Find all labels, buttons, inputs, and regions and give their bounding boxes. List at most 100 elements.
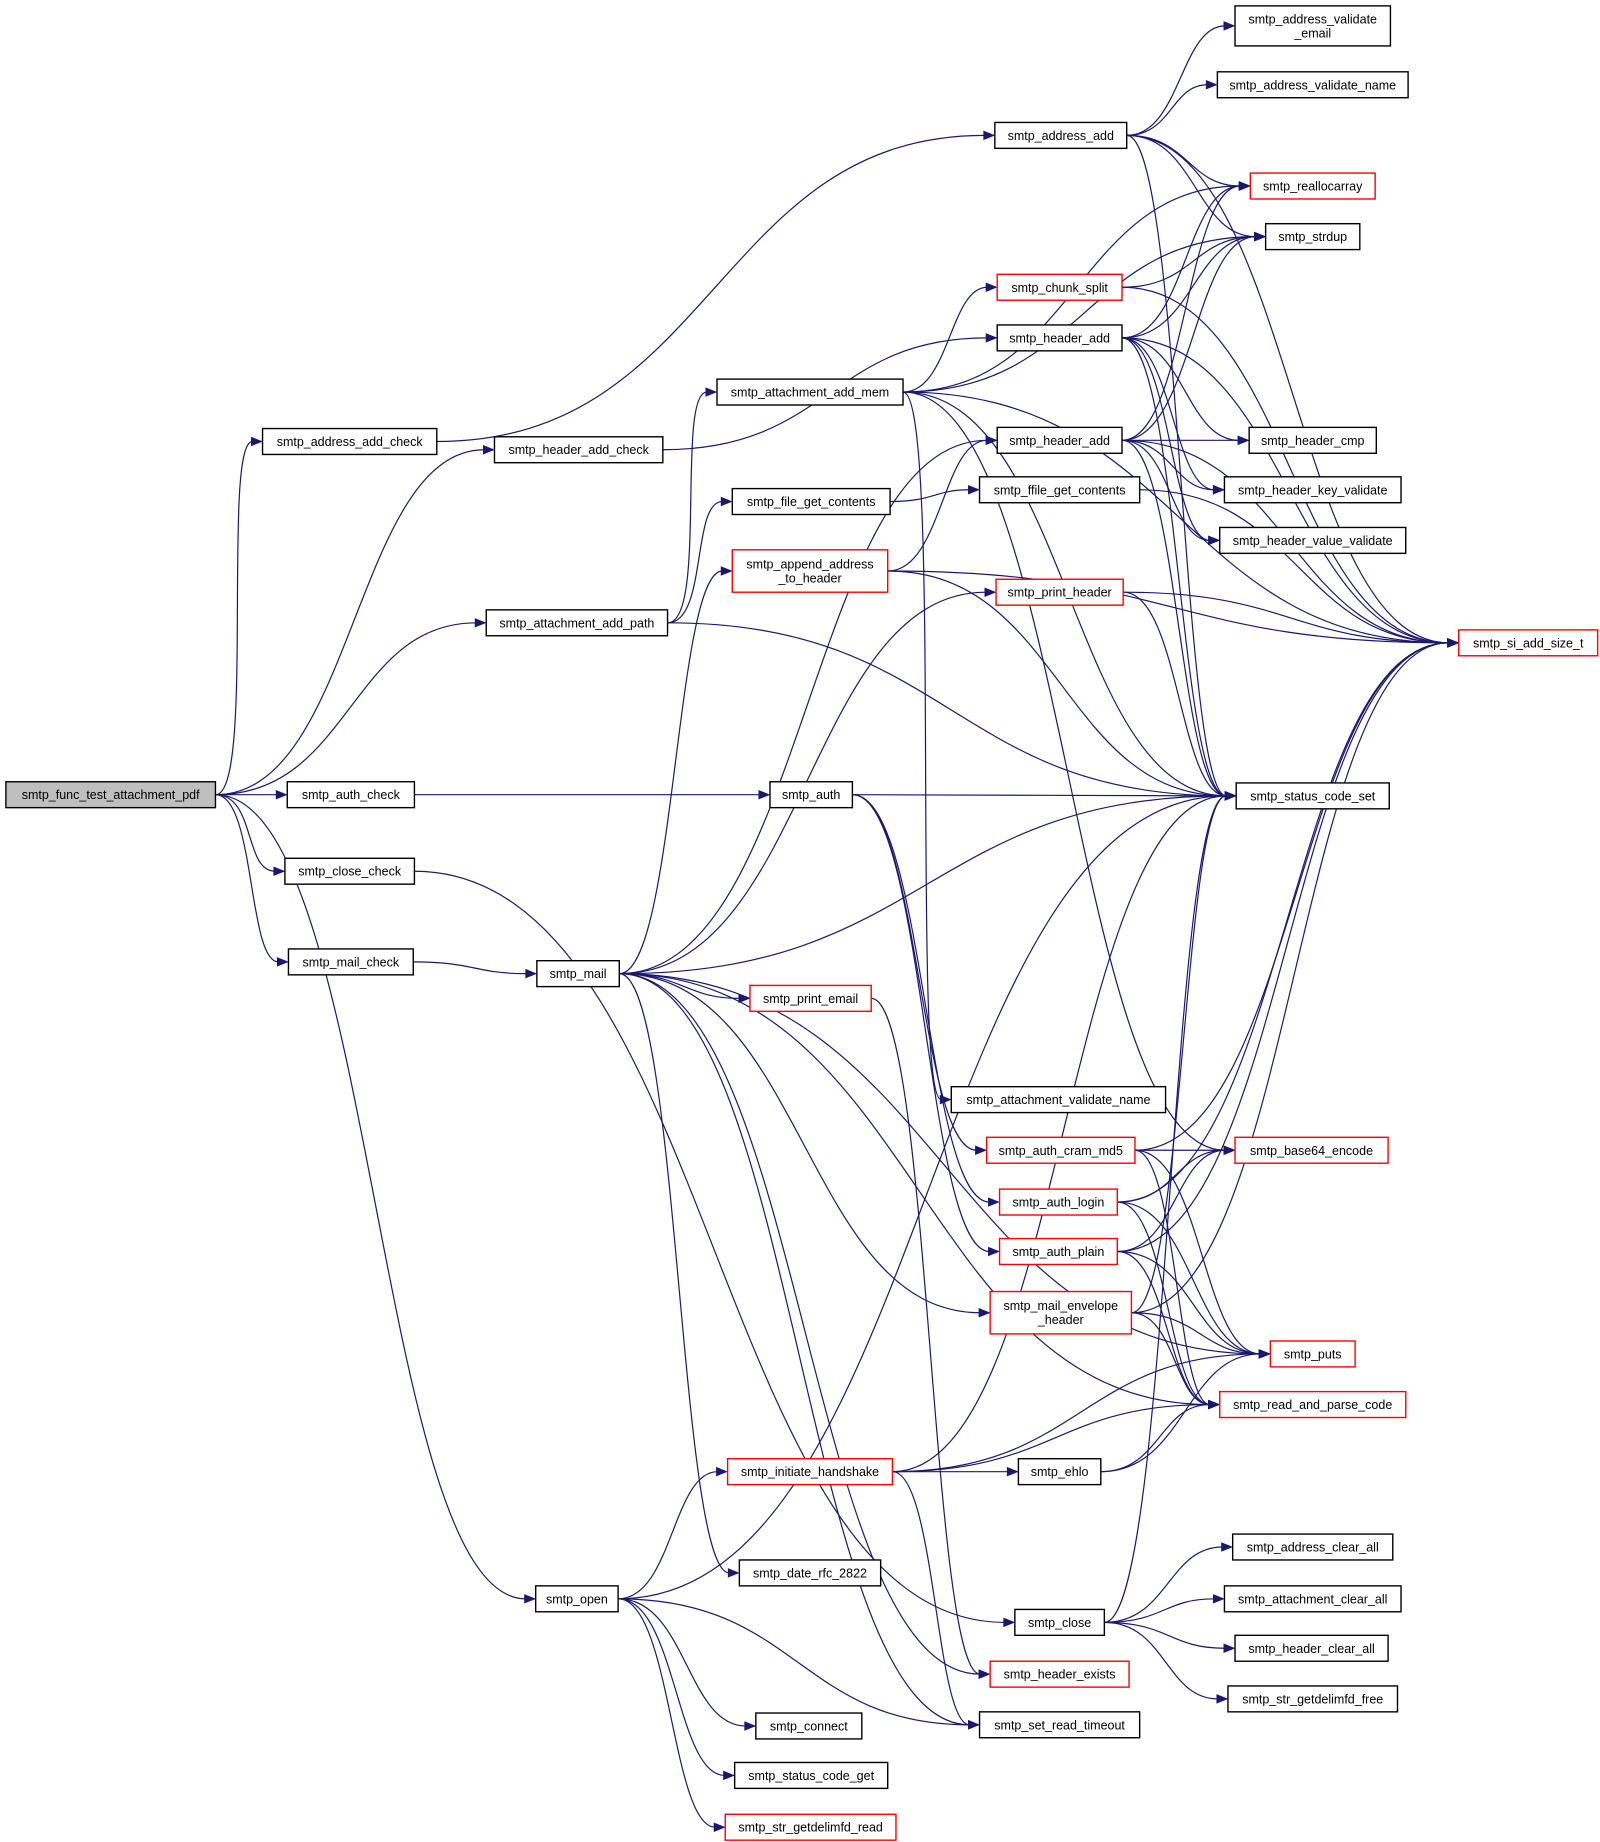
node-header-add-1[interactable]: smtp_header_add [996, 324, 1123, 352]
node-box[interactable] [989, 1660, 1130, 1688]
node-open[interactable]: smtp_open [534, 1585, 619, 1613]
node-box[interactable] [733, 1761, 889, 1790]
node-print-header[interactable]: smtp_print_header [995, 578, 1124, 606]
node-box[interactable] [996, 324, 1123, 352]
node-box[interactable] [1227, 1685, 1399, 1713]
node-box[interactable] [485, 609, 669, 637]
node-mail[interactable]: smtp_mail [536, 960, 620, 988]
node-box[interactable] [1219, 1390, 1407, 1419]
node-box[interactable] [1231, 1533, 1394, 1561]
node-box[interactable] [1219, 526, 1407, 555]
node-box[interactable] [1269, 1340, 1356, 1368]
node-header-add-2[interactable]: smtp_header_add [996, 426, 1123, 454]
node-connect[interactable]: smtp_connect [755, 1712, 863, 1740]
node-si-add-size-t[interactable]: smtp_si_add_size_t [1458, 629, 1599, 657]
node-str-getdelimfd-read[interactable]: smtp_str_getdelimfd_read [724, 1813, 897, 1841]
node-box[interactable] [261, 427, 438, 456]
node-box[interactable] [1249, 172, 1376, 200]
node-close-check[interactable]: smtp_close_check [284, 857, 416, 885]
node-status-code-set[interactable]: smtp_status_code_set [1235, 782, 1390, 810]
node-box[interactable] [989, 1290, 1133, 1335]
node-header-clear-all[interactable]: smtp_header_clear_all [1234, 1634, 1389, 1662]
node-append-address[interactable]: smtp_append_address_to_header [731, 549, 889, 593]
node-box[interactable] [726, 1458, 894, 1486]
node-box[interactable] [978, 1711, 1141, 1739]
node-box[interactable] [998, 1188, 1118, 1216]
node-box[interactable] [5, 781, 217, 809]
node-auth-plain[interactable]: smtp_auth_plain [998, 1237, 1118, 1266]
node-box[interactable] [1216, 71, 1409, 99]
node-print-email[interactable]: smtp_print_email [749, 984, 872, 1013]
node-header-exists[interactable]: smtp_header_exists [989, 1660, 1130, 1688]
node-header-cmp[interactable]: smtp_header_cmp [1248, 426, 1378, 454]
node-box[interactable] [534, 1585, 619, 1613]
node-box[interactable] [1458, 629, 1599, 657]
node-ehlo[interactable]: smtp_ehlo [1017, 1458, 1102, 1486]
node-auth-cram-md5[interactable]: smtp_auth_cram_md5 [985, 1136, 1136, 1164]
node-attachment-add-path[interactable]: smtp_attachment_add_path [485, 609, 669, 637]
node-box[interactable] [769, 781, 854, 809]
node-mail-envelope-header[interactable]: smtp_mail_envelope_header [989, 1290, 1133, 1335]
node-box[interactable] [1223, 476, 1402, 504]
node-address-validate-name[interactable]: smtp_address_validate_name [1216, 71, 1409, 99]
node-box[interactable] [994, 121, 1128, 150]
node-box[interactable] [284, 857, 416, 885]
node-box[interactable] [1234, 1634, 1389, 1662]
node-box[interactable] [1014, 1608, 1106, 1637]
node-file-get-contents[interactable]: smtp_file_get_contents [731, 487, 891, 516]
node-box[interactable] [998, 1237, 1118, 1266]
node-address-clear-all[interactable]: smtp_address_clear_all [1231, 1533, 1394, 1561]
node-close[interactable]: smtp_close [1014, 1608, 1106, 1637]
node-box[interactable] [1223, 1585, 1402, 1613]
node-auth[interactable]: smtp_auth [769, 781, 854, 809]
node-box[interactable] [493, 436, 664, 464]
node-box[interactable] [995, 578, 1124, 606]
node-attachment-clear-all[interactable]: smtp_attachment_clear_all [1223, 1585, 1402, 1613]
node-box[interactable] [755, 1712, 863, 1740]
node-box[interactable] [1235, 782, 1390, 810]
node-header-add-check[interactable]: smtp_header_add_check [493, 436, 664, 464]
node-box[interactable] [1264, 222, 1361, 251]
node-attachment-validate-name[interactable]: smtp_attachment_validate_name [950, 1085, 1167, 1114]
node-box[interactable] [978, 476, 1141, 504]
node-strdup[interactable]: smtp_strdup [1264, 222, 1361, 251]
node-box[interactable] [950, 1085, 1167, 1114]
node-set-read-timeout[interactable]: smtp_set_read_timeout [978, 1711, 1141, 1739]
node-initiate-handshake[interactable]: smtp_initiate_handshake [726, 1458, 894, 1486]
node-box[interactable] [1234, 1136, 1389, 1164]
node-box[interactable] [731, 549, 889, 593]
node-box[interactable] [731, 487, 891, 516]
node-ffile-get-contents[interactable]: smtp_ffile_get_contents [978, 476, 1141, 504]
node-reallocarray[interactable]: smtp_reallocarray [1249, 172, 1376, 200]
node-box[interactable] [749, 984, 872, 1013]
node-header-value-validate[interactable]: smtp_header_value_validate [1219, 526, 1407, 555]
node-box[interactable] [1248, 426, 1378, 454]
node-box[interactable] [738, 1559, 882, 1587]
node-box[interactable] [286, 781, 416, 809]
node-read-and-parse-code[interactable]: smtp_read_and_parse_code [1219, 1390, 1407, 1419]
node-auth-check[interactable]: smtp_auth_check [286, 781, 416, 809]
node-box[interactable] [1234, 5, 1392, 47]
node-status-code-get[interactable]: smtp_status_code_get [733, 1761, 889, 1790]
node-box[interactable] [536, 960, 620, 988]
node-box[interactable] [996, 273, 1123, 301]
node-box[interactable] [287, 948, 414, 976]
node-header-key-validate[interactable]: smtp_header_key_validate [1223, 476, 1402, 504]
node-box[interactable] [724, 1813, 897, 1841]
node-str-getdelimfd-free[interactable]: smtp_str_getdelimfd_free [1227, 1685, 1399, 1713]
node-root[interactable]: smtp_func_test_attachment_pdf [5, 781, 217, 809]
node-base64-encode[interactable]: smtp_base64_encode [1234, 1136, 1389, 1164]
node-box[interactable] [716, 378, 904, 406]
node-box[interactable] [1017, 1458, 1102, 1486]
node-box[interactable] [985, 1136, 1136, 1164]
node-attachment-add-mem[interactable]: smtp_attachment_add_mem [716, 378, 904, 406]
node-auth-login[interactable]: smtp_auth_login [998, 1188, 1118, 1216]
node-mail-check[interactable]: smtp_mail_check [287, 948, 414, 976]
node-address-add-check[interactable]: smtp_address_add_check [261, 427, 438, 456]
node-address-validate-email[interactable]: smtp_address_validate_email [1234, 5, 1392, 47]
node-date-rfc[interactable]: smtp_date_rfc_2822 [738, 1559, 882, 1587]
node-box[interactable] [996, 426, 1123, 454]
node-chunk-split[interactable]: smtp_chunk_split [996, 273, 1123, 301]
node-puts[interactable]: smtp_puts [1269, 1340, 1356, 1368]
node-address-add[interactable]: smtp_address_add [994, 121, 1128, 150]
